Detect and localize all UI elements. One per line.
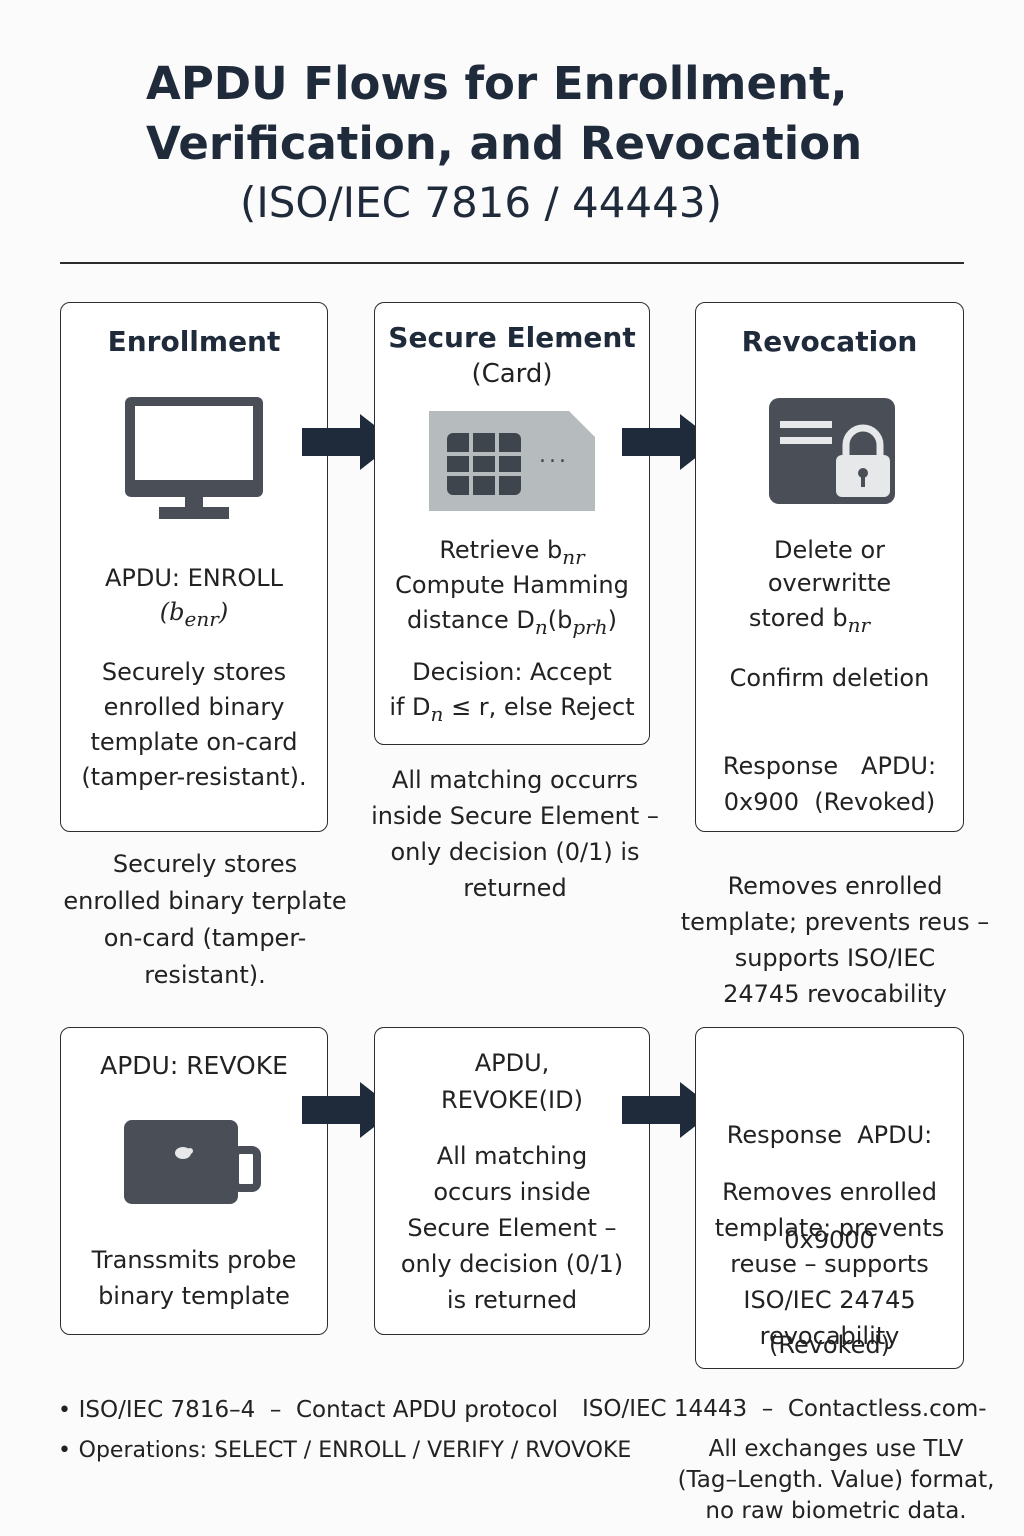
footer-bullet-1-right: ISO/IEC 14443 – Contactless.com- (582, 1396, 987, 1422)
caption-left: Securely stores enrolled binary terplate… (63, 850, 347, 989)
revoke-apdu-description: Transsmits probe binary template (91, 1246, 297, 1310)
revocation-response-1: Response APDU: (722, 752, 937, 780)
arrow-right-icon (302, 414, 398, 474)
se-retrieve-line: Retrieve bnr (439, 536, 585, 569)
footer-bullet-1: • ISO/IEC 7816–4 – Contact APDU protocol (58, 1397, 559, 1423)
caption-middle: All matching occurrs inside Secure Eleme… (371, 766, 659, 902)
monitor-icon (123, 395, 265, 527)
enroll-apdu-param: (benr) (159, 598, 229, 631)
se-distance-line: distance Dn(bprh) (407, 606, 617, 639)
revoke-apdu-box: APDU: REVOKE Transsmits probe binary tem… (60, 1027, 328, 1335)
revocation-response-2: 0x900 (Revoked) (723, 788, 936, 816)
page-title: APDU Flows for Enrollment, Verification,… (146, 54, 966, 174)
secure-element-box: Secure Element (Card) ... Retrieve bnr C… (374, 302, 650, 745)
terminal-device-icon (123, 1118, 263, 1210)
bullet-icon: • (58, 1398, 71, 1423)
revoke-id-box: APDU, REVOKE(ID) All matching occurs ins… (374, 1027, 650, 1335)
enroll-apdu-label: APDU: ENROLL (104, 564, 284, 592)
revoked-description: Removes enrolled template; prevents reus… (714, 1178, 945, 1350)
chip-dots: ... (539, 443, 569, 468)
revoke-id-description: All matching occurs inside Secure Elemen… (400, 1142, 624, 1314)
revocation-box: Revocation Delete or overwritte stored b… (695, 302, 964, 832)
enrollment-box: Enrollment APDU: ENROLL (benr) Securely … (60, 302, 328, 832)
se-compute-line: Compute Hamming (395, 571, 629, 599)
title-line-1: APDU Flows for Enrollment, (146, 57, 848, 110)
enrollment-heading: Enrollment (107, 325, 281, 358)
page-subtitle: (ISO/IEC 7816 / 44443) (240, 178, 722, 227)
revoke-apdu-heading: APDU: REVOKE (100, 1051, 288, 1080)
bullet-icon: • (58, 1438, 71, 1463)
title-divider (60, 262, 964, 264)
secure-element-heading: Secure Element (388, 321, 636, 354)
revoke-id-heading-1: APDU, (474, 1049, 550, 1077)
revocation-line-1: Delete or (773, 536, 886, 564)
revoke-id-heading-2: REVOKE(ID) (441, 1086, 583, 1114)
revocation-line-2: overwritte (767, 569, 892, 597)
footer-note: All exchanges use TLV (Tag–Length. Value… (677, 1436, 995, 1524)
secure-element-subheading: (Card) (471, 359, 553, 389)
sim-card-icon: ... (427, 409, 597, 517)
arrow-right-icon (622, 414, 718, 474)
revoked-response: Response APDU: 0x9000 (Revoked) (726, 1121, 933, 1359)
revocation-heading: Revocation (741, 325, 918, 358)
revoked-response-box: Response APDU: 0x9000 (Revoked) Removes … (695, 1027, 964, 1369)
title-line-2: Verification, and Revocation (146, 117, 863, 170)
revocation-confirm: Confirm deletion (729, 664, 930, 692)
arrow-right-icon (302, 1082, 398, 1142)
arrow-right-icon (622, 1082, 718, 1142)
enroll-description: Securely stores enrolled binary template… (81, 658, 307, 791)
caption-right: Removes enrolled template; prevents reus… (680, 872, 990, 1008)
revocation-line-3: stored bnr (748, 604, 871, 637)
se-decision-line-1: Decision: Accept (412, 658, 612, 686)
footer-bullet-2: • Operations: SELECT / ENROLL / VERIFY /… (58, 1438, 632, 1463)
se-decision-line-2: if Dn ≤ r, else Reject (389, 693, 635, 726)
locked-card-icon (768, 397, 896, 509)
